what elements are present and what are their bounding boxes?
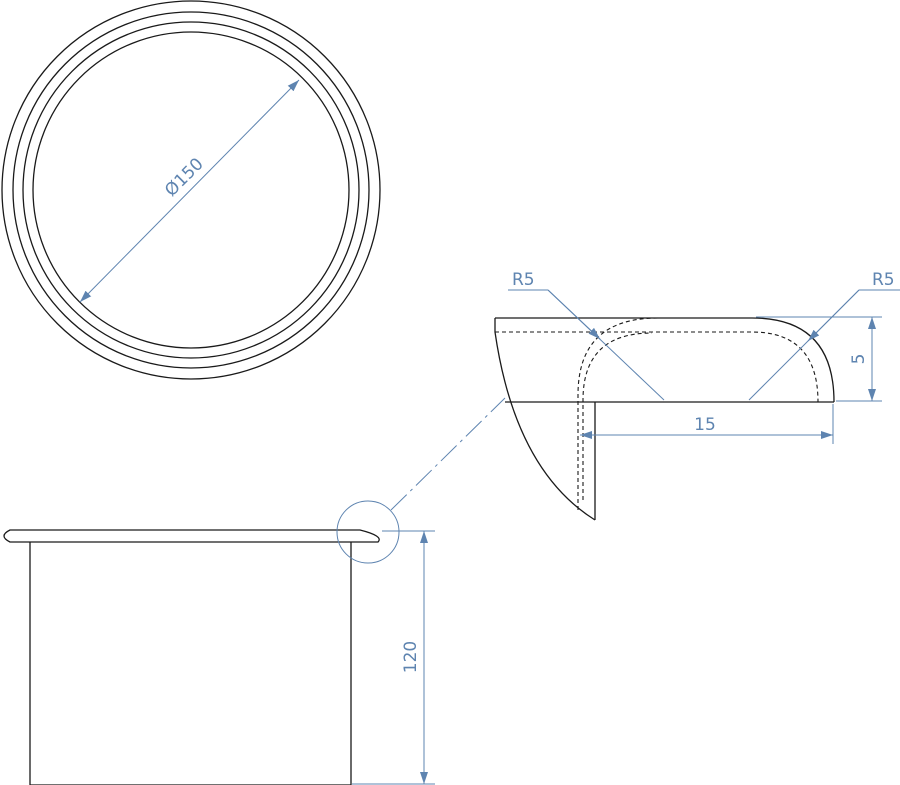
diameter-dimension-line xyxy=(79,79,300,303)
radius-right-arrow xyxy=(807,289,860,342)
detail-leader-line xyxy=(390,397,506,511)
rim-circle-2 xyxy=(12,11,370,369)
hidden-line-inner-bend xyxy=(582,332,653,500)
hidden-line-inner xyxy=(495,331,819,403)
top-view: Ø150 xyxy=(1,0,381,380)
inner-circle xyxy=(32,31,350,349)
cup-body-outline xyxy=(29,542,352,785)
detail-break-outline xyxy=(494,318,596,521)
diameter-label: Ø150 xyxy=(161,154,208,201)
flange-height-label: 5 xyxy=(849,354,869,365)
rim-circle-3 xyxy=(22,21,360,359)
front-view: 120 xyxy=(3,397,506,785)
radius-left-arrow xyxy=(547,289,601,340)
hidden-line-outer xyxy=(577,317,659,510)
detail-callout-circle xyxy=(336,500,400,564)
detail-view: R5 R5 5 15 xyxy=(494,270,900,521)
radius-right-label: R5 xyxy=(872,270,895,290)
detail-flange-top xyxy=(495,317,835,403)
height-label: 120 xyxy=(401,641,421,673)
radius-left-label: R5 xyxy=(512,270,535,290)
flange-width-label: 15 xyxy=(694,415,716,435)
outer-rim-circle xyxy=(1,0,381,380)
flange-outline xyxy=(3,529,380,543)
